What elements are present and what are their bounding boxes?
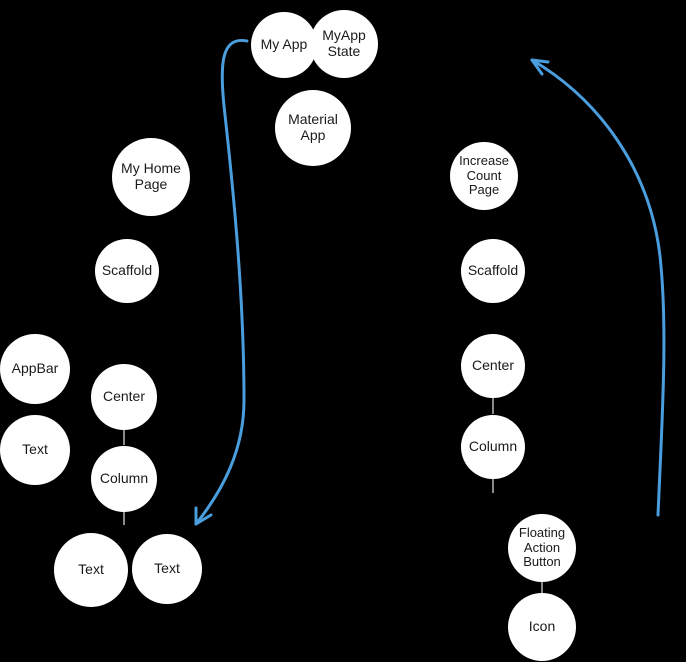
node-scaffold-right[interactable]: Scaffold [461,239,525,303]
node-label: Text [78,561,104,578]
node-center-left[interactable]: Center [91,364,157,430]
node-my-app[interactable]: My App [251,12,317,78]
node-column-left[interactable]: Column [91,446,157,512]
connector-column-fab-right [492,477,494,493]
arrow-left-down-head-icon [194,506,213,526]
node-increase-count-page[interactable]: Increase Count Page [450,142,518,210]
node-label: Column [468,438,518,455]
node-label: Icon [528,618,556,635]
node-label: Center [471,357,515,374]
node-material-app[interactable]: Material App [275,90,351,166]
node-label: AppBar [11,360,59,377]
node-label: Scaffold [101,262,153,279]
connector-center-column-left [123,427,125,445]
node-label: My Home Page [121,160,181,192]
node-label: MyApp State [322,27,366,59]
node-scaffold-left[interactable]: Scaffold [95,239,159,303]
node-text-left-1[interactable]: Text [54,533,128,607]
node-center-right[interactable]: Center [461,334,525,398]
node-label: Material App [288,111,338,143]
node-label: My App [260,36,308,53]
node-text-appbar[interactable]: Text [0,415,70,485]
node-label: Center [102,388,146,405]
arrow-right-up-head-icon [530,58,550,76]
connector-fab-icon [541,580,543,594]
node-myapp-state[interactable]: MyApp State [310,10,378,78]
connector-center-column-right [492,396,494,414]
node-text-left-2[interactable]: Text [132,534,202,604]
node-appbar[interactable]: AppBar [0,334,70,404]
node-my-home-page[interactable]: My Home Page [112,138,190,216]
arrow-left-down [194,38,249,526]
node-label: Text [154,560,180,577]
arrow-right-up [530,58,666,517]
node-floating-action-button[interactable]: Floating Action Button [508,514,576,582]
node-icon[interactable]: Icon [508,593,576,661]
connector-column-text-left [123,509,125,525]
node-label: Floating Action Button [518,525,566,570]
node-column-right[interactable]: Column [461,415,525,479]
node-label: Increase Count Page [459,153,509,198]
node-label: Scaffold [467,262,519,279]
node-label: Text [22,441,48,458]
node-label: Column [99,470,149,487]
